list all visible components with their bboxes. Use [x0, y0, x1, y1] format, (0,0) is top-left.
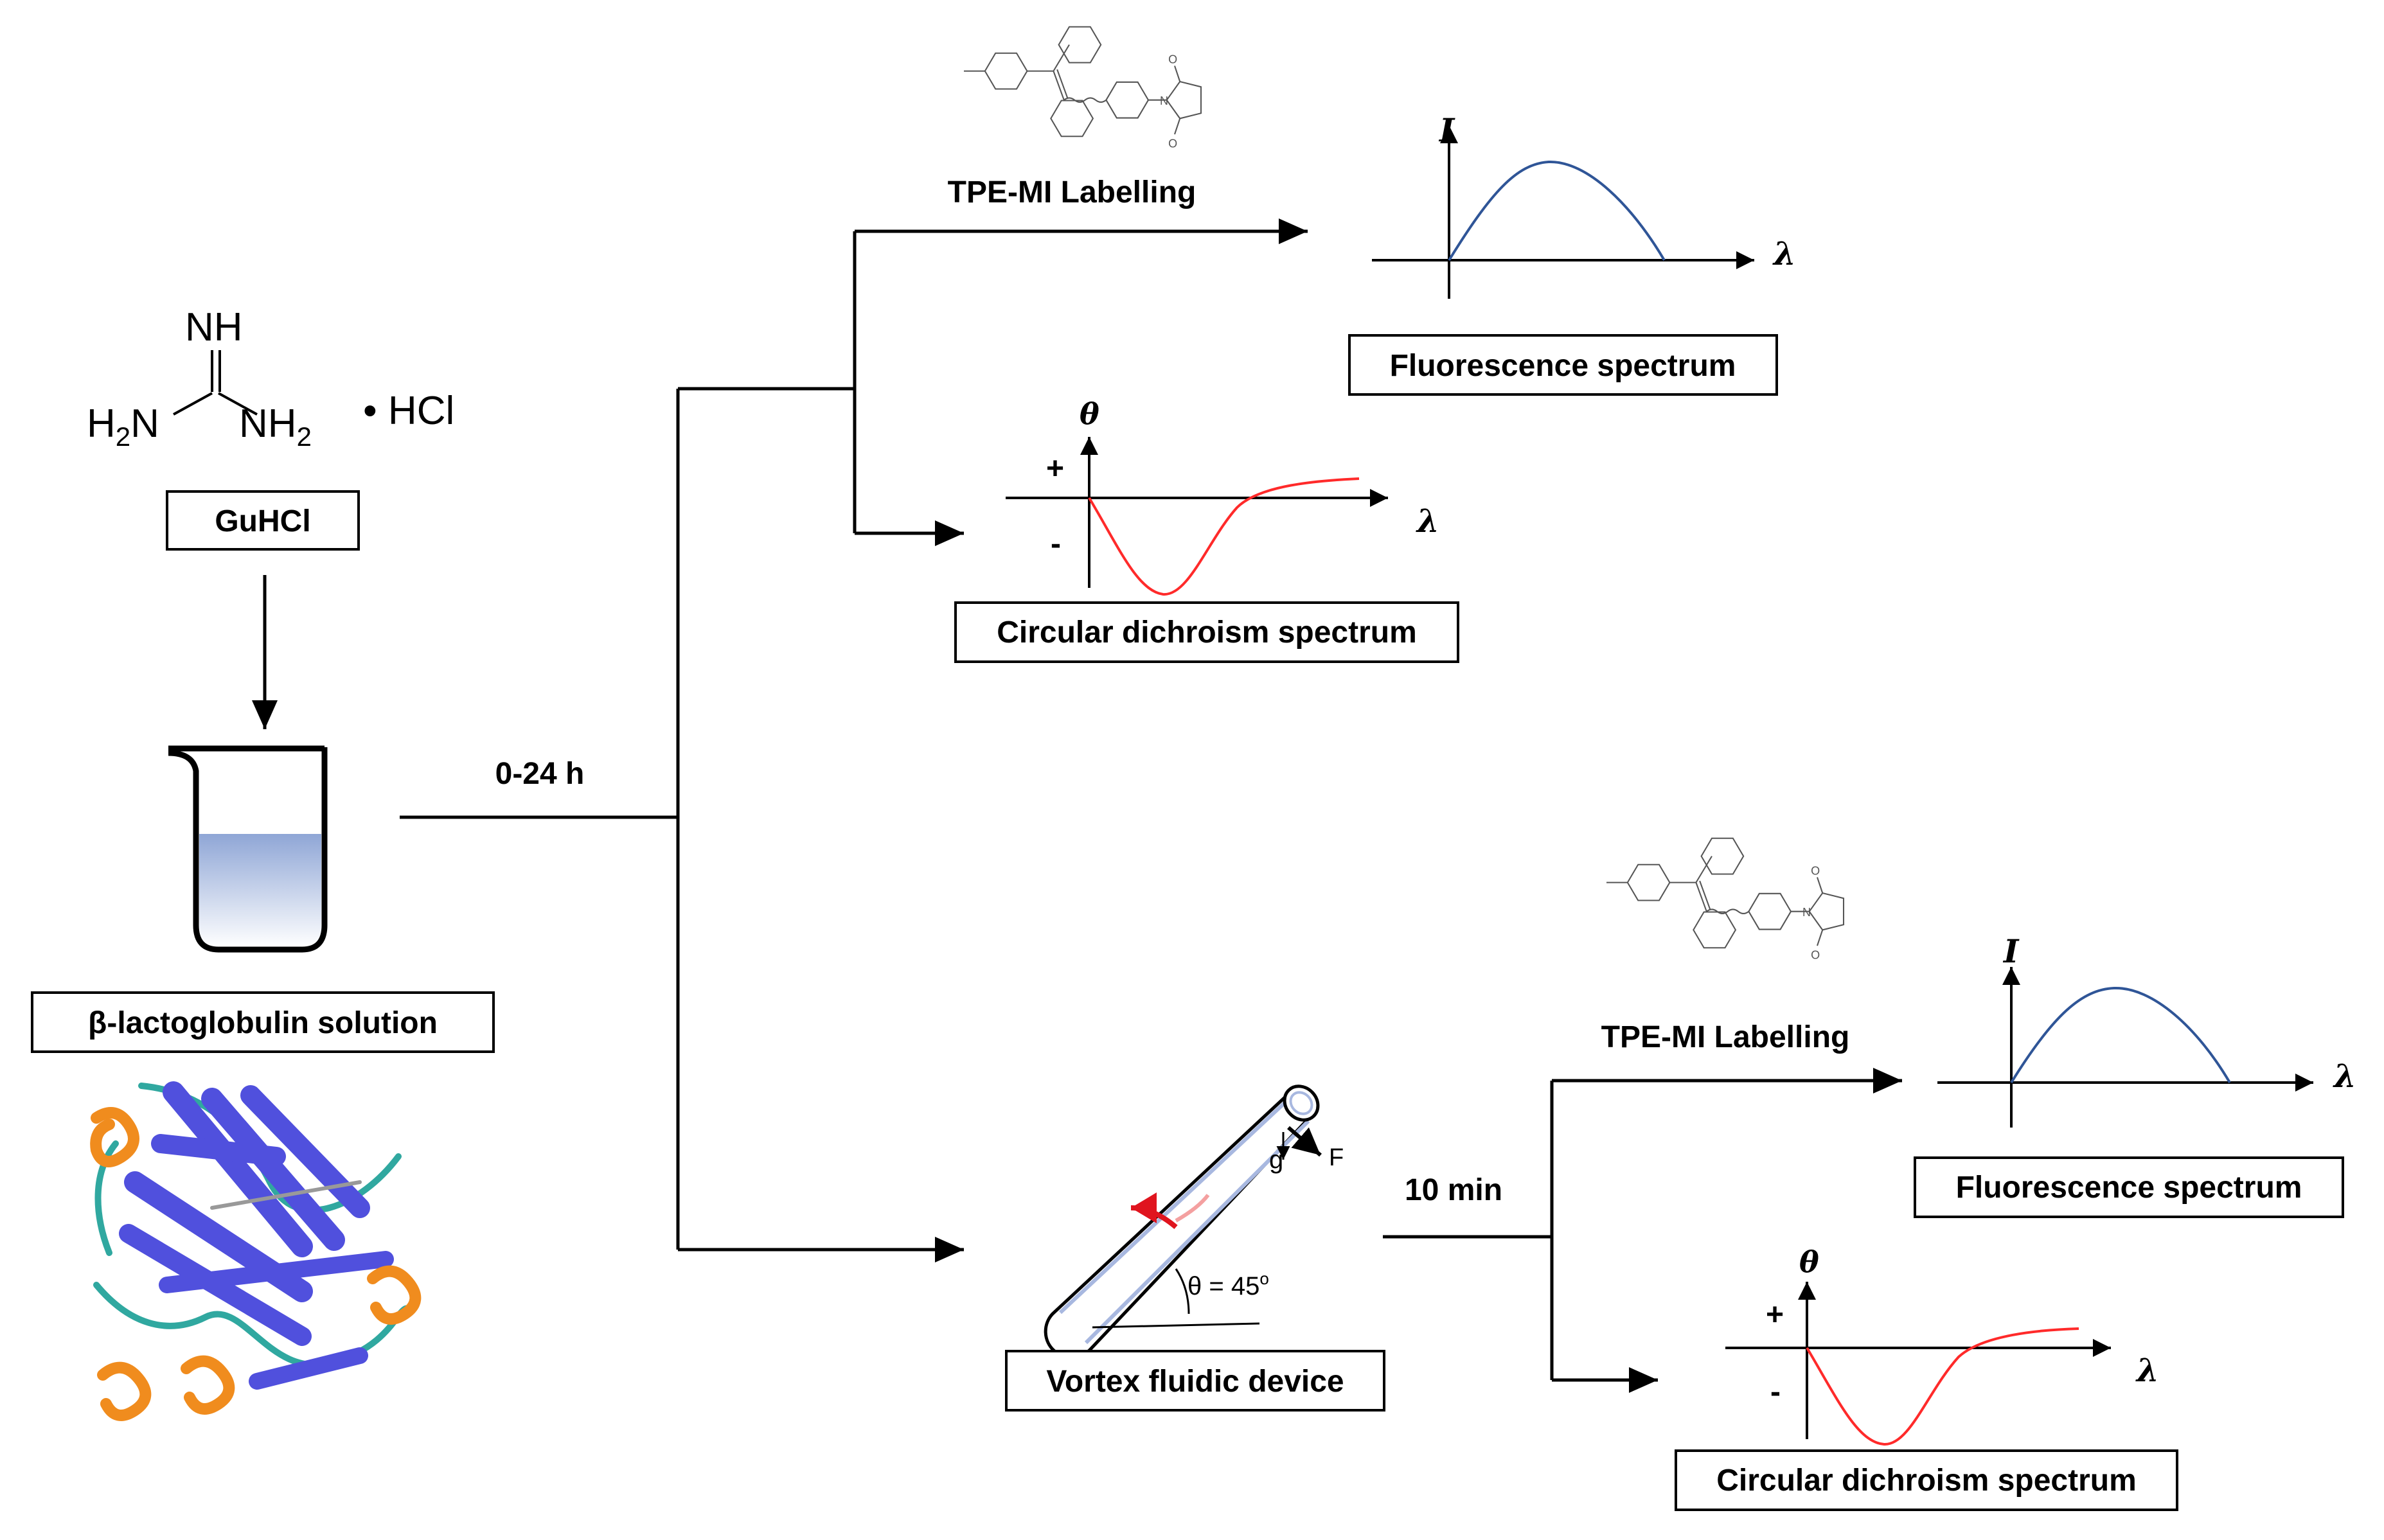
protein-structure-image — [90, 1081, 422, 1421]
bottom-fluor-curve — [2010, 986, 2231, 1084]
gu-hcl-text: • HCl — [363, 389, 454, 433]
bottom-cd-label: Circular dichroism spectrum — [1716, 1464, 2137, 1498]
top-cd-x-symbol: λ — [1416, 502, 1439, 540]
top-cd-plus: + — [1046, 452, 1064, 486]
vfd-f-symbol: F — [1329, 1144, 1344, 1171]
tpe-mi-structure-top — [963, 26, 1202, 151]
time-vfd-label: 10 min — [1405, 1173, 1502, 1207]
gu-nh2-text: NH2 — [239, 402, 312, 452]
vfd-g-symbol: g — [1269, 1146, 1283, 1174]
top-labelling-label: TPE-MI Labelling — [948, 175, 1196, 209]
bottom-fluorescence-plot: I λ — [1937, 932, 2356, 1128]
top-cd-label: Circular dichroism spectrum — [997, 615, 1417, 650]
vortex-fluidic-device-icon — [1044, 1084, 1322, 1359]
bottom-fluor-x-symbol: λ — [2333, 1057, 2356, 1095]
top-fluor-x-symbol: λ — [1772, 235, 1796, 272]
bottom-cd-minus: - — [1770, 1375, 1781, 1409]
gu-nh-text: NH — [185, 305, 243, 350]
bottom-cd-box — [1675, 1449, 2178, 1511]
bottom-fluor-box — [1914, 1156, 2344, 1218]
bottom-cd-y-symbol: θ — [1799, 1244, 1819, 1279]
bottom-cd-plot: θ λ + - — [1725, 1244, 2159, 1446]
bottom-cd-plus: + — [1766, 1298, 1784, 1332]
guhcl-structure: NH H2N NH2 • HCl — [87, 305, 454, 452]
bottom-fluor-y-symbol: I — [2002, 932, 2020, 970]
top-fluor-y-symbol: I — [1438, 111, 1455, 149]
bottom-labelling-label: TPE-MI Labelling — [1601, 1020, 1850, 1054]
top-cd-curve — [1088, 477, 1360, 596]
beaker-icon — [168, 745, 328, 953]
top-fluorescence-plot: I λ — [1372, 111, 1796, 299]
beaker-label: β-lactoglobulin solution — [88, 1006, 438, 1040]
top-cd-plot: θ λ + - — [1006, 396, 1439, 596]
top-cd-minus: - — [1051, 527, 1061, 561]
vfd-angle-text: θ = 45o — [1188, 1269, 1269, 1300]
guhcl-label: GuHCl — [215, 504, 310, 538]
bottom-fluor-label: Fluorescence spectrum — [1956, 1171, 2302, 1205]
guhcl-box — [166, 490, 360, 551]
top-cd-y-symbol: θ — [1080, 396, 1099, 431]
top-fluor-label: Fluorescence spectrum — [1390, 349, 1736, 383]
vfd-label: Vortex fluidic device — [1046, 1365, 1344, 1399]
vfd-box — [1005, 1350, 1385, 1412]
top-fluor-box — [1348, 334, 1778, 396]
bottom-cd-curve — [1806, 1327, 2079, 1446]
top-cd-box — [954, 601, 1459, 663]
tpe-mi-structure-bottom — [1605, 837, 1845, 962]
gu-h2n-text: H2N — [87, 402, 159, 452]
bottom-cd-x-symbol: λ — [2135, 1351, 2159, 1389]
time-top-label: 0-24 h — [495, 757, 585, 791]
beaker-label-box — [31, 991, 495, 1053]
top-fluor-curve — [1448, 160, 1666, 261]
